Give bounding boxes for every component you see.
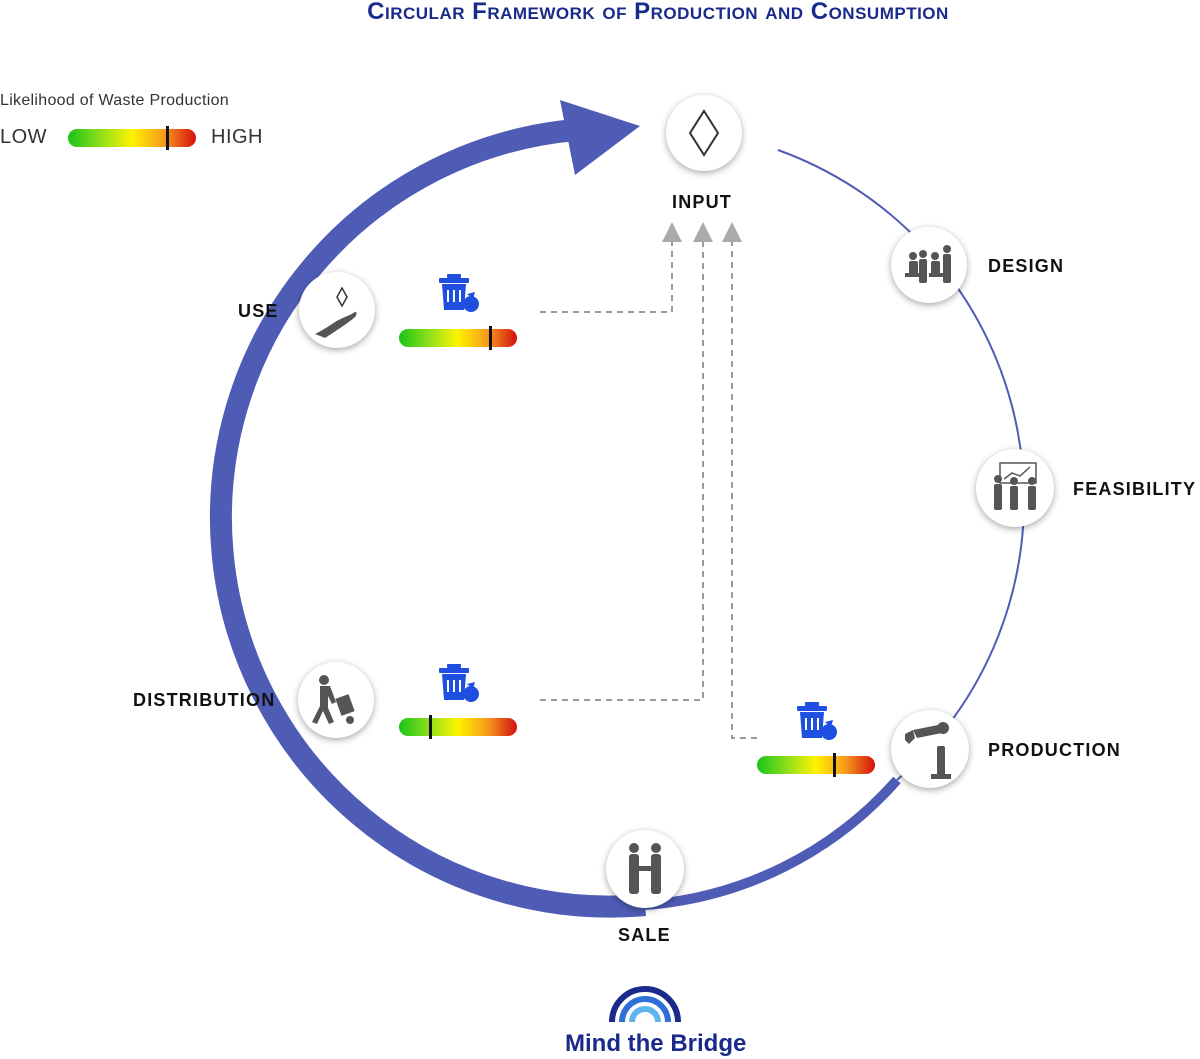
use-waste-gauge <box>399 326 517 350</box>
production-node <box>891 710 969 788</box>
mind-the-bridge-logo-icon <box>609 986 681 1023</box>
handshake-icon <box>629 843 661 894</box>
design-node <box>891 227 967 303</box>
diamond-icon <box>688 109 720 157</box>
production-waste-gauge-marker <box>832 753 836 777</box>
production-waste-gauge <box>757 753 875 777</box>
sale-node <box>606 830 684 908</box>
distribution-waste-gauge <box>399 715 517 739</box>
waste-flow-use <box>540 222 682 313</box>
hand-truck-icon <box>312 675 355 724</box>
legend-high-label: HIGH <box>211 126 263 148</box>
trash-bin-icon <box>797 702 837 740</box>
distribution-node <box>298 662 374 738</box>
legend-gauge <box>68 126 196 150</box>
page-title: Circular Framework of Production and Con… <box>367 0 949 25</box>
distribution-label: DISTRIBUTION <box>133 690 276 710</box>
feasibility-node <box>976 449 1054 527</box>
sale-label: SALE <box>618 925 671 945</box>
legend-low-label: LOW <box>0 126 48 148</box>
robot-arm-icon <box>905 722 951 779</box>
waste-flow-distribution <box>540 222 713 701</box>
legend-gauge-marker <box>165 126 169 150</box>
use-waste-gauge-marker <box>488 326 492 350</box>
use-node <box>299 272 375 348</box>
production-label: PRODUCTION <box>988 740 1121 760</box>
trash-bin-icon <box>439 664 479 702</box>
ring-thin-segment <box>777 149 1026 781</box>
ring-thick-segment <box>209 119 646 918</box>
input-node <box>666 95 742 171</box>
presentation-icon <box>994 462 1037 510</box>
brand-name: Mind the Bridge <box>565 1030 747 1057</box>
design-label: DESIGN <box>988 256 1065 276</box>
ring-medium-segment <box>644 776 901 910</box>
use-label: USE <box>238 301 279 321</box>
team-meeting-icon <box>905 245 951 283</box>
waste-flow-production <box>722 222 757 739</box>
trash-bin-icon <box>439 274 479 312</box>
legend-title: Likelihood of Waste Production <box>0 92 229 109</box>
cycle-arrowhead <box>560 100 640 175</box>
feasibility-label: FEASIBILITY <box>1073 479 1197 499</box>
input-label: INPUT <box>672 192 732 212</box>
hand-diamond-icon <box>315 286 357 338</box>
distribution-waste-gauge-marker <box>428 715 432 739</box>
